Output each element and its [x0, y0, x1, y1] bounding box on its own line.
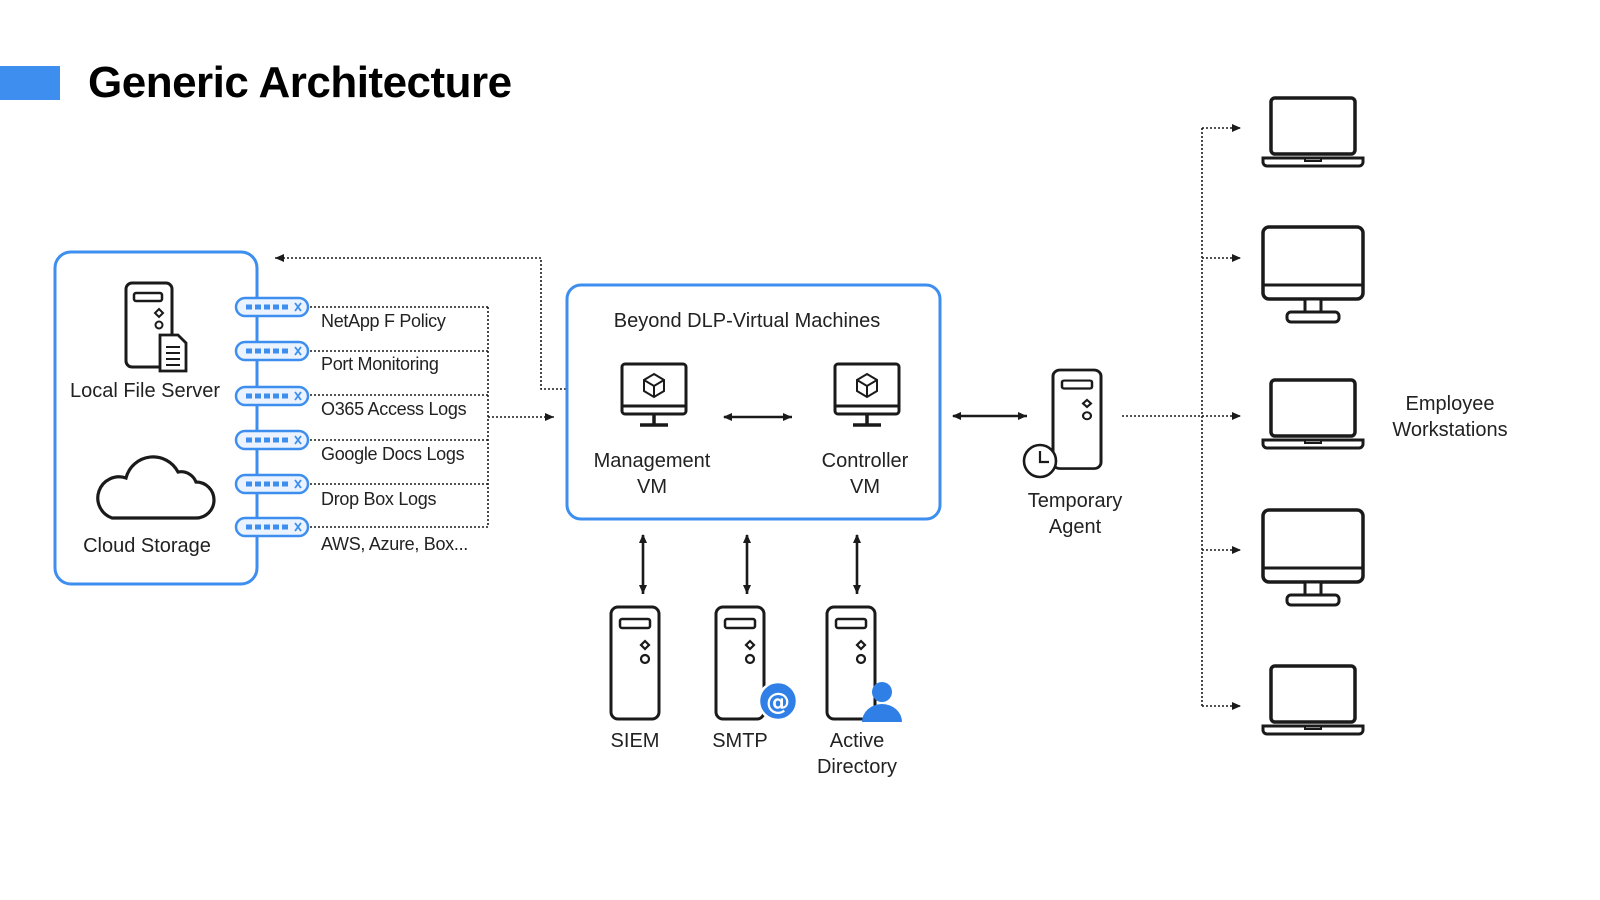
desktop-icon: [1261, 508, 1365, 607]
clock-icon: [1022, 443, 1058, 479]
connector-icon: [236, 475, 308, 493]
page-title: Generic Architecture: [88, 58, 512, 107]
smtp-server-icon: [714, 605, 766, 721]
sources-container: [53, 250, 259, 586]
log-label: Google Docs Logs: [321, 444, 465, 464]
management-vm-icon: [620, 362, 688, 427]
vm-group-title: Beyond DLP-Virtual Machines: [613, 310, 881, 332]
file-server-icon: [124, 281, 188, 373]
log-label: O365 Access Logs: [321, 399, 467, 419]
laptop-icon: [1261, 378, 1365, 450]
vm-group-container: [565, 283, 942, 521]
svg-text:@: @: [766, 688, 790, 716]
laptop-icon: [1261, 96, 1365, 168]
laptop-icon: [1261, 664, 1365, 736]
connector-icon: [236, 342, 308, 360]
log-label: Port Monitoring: [321, 354, 439, 374]
connector-icon: [236, 518, 308, 536]
connector-icon: [236, 298, 308, 316]
log-label: Drop Box Logs: [321, 489, 437, 509]
controller-vm-icon: [833, 362, 901, 427]
siem-label: SIEM: [610, 730, 660, 752]
user-badge-icon: [862, 682, 902, 722]
connector-icon: [236, 387, 308, 405]
smtp-label: SMTP: [712, 730, 768, 752]
local-file-server-label: Local File Server: [69, 380, 221, 402]
email-badge-icon: @: [757, 680, 799, 722]
agent-server-icon: [1051, 368, 1103, 471]
siem-server-icon: [609, 605, 661, 721]
cloud-storage-label: Cloud Storage: [83, 535, 211, 557]
vm-to-sources-arrow: [275, 254, 566, 390]
connector-icon: [236, 431, 308, 449]
desktop-icon: [1261, 225, 1365, 324]
active-directory-server-icon: [825, 605, 877, 721]
title-accent-bar: [0, 66, 60, 100]
log-label: NetApp F Policy: [321, 311, 446, 331]
cloud-icon: [96, 455, 216, 520]
log-label: AWS, Azure, Box...: [321, 534, 468, 554]
